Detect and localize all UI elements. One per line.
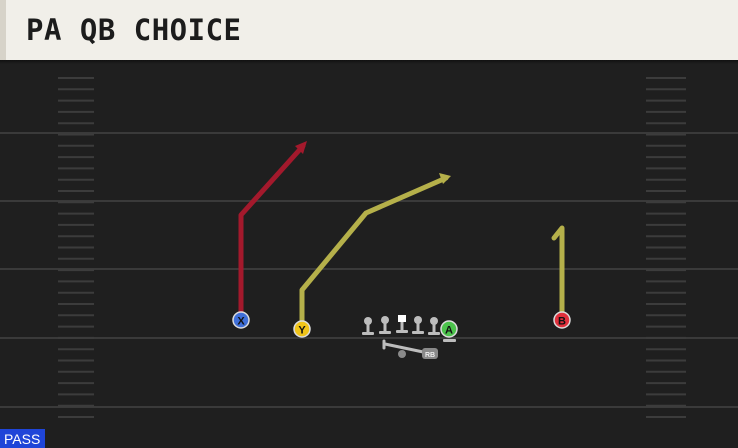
player-y[interactable]: Y bbox=[293, 320, 311, 338]
routes bbox=[238, 141, 565, 330]
route-x bbox=[238, 143, 306, 321]
rb-marker bbox=[422, 348, 438, 359]
lineman-left-tackle bbox=[362, 317, 374, 335]
lineman-right-tackle bbox=[428, 317, 440, 335]
rb-fake: RB bbox=[382, 339, 438, 359]
route-x-arrow bbox=[295, 141, 307, 154]
route-y bbox=[299, 175, 449, 330]
player-y-label: Y bbox=[298, 325, 306, 337]
route-b bbox=[551, 225, 565, 321]
field-surface bbox=[0, 64, 738, 448]
lineman-left-guard bbox=[379, 316, 391, 334]
player-a[interactable]: A bbox=[440, 320, 458, 338]
center bbox=[396, 315, 408, 333]
hash-marks-right bbox=[646, 77, 686, 418]
quarterback-dot bbox=[398, 350, 406, 358]
rb-label: RB bbox=[425, 352, 435, 359]
play-header: PA QB CHOICE bbox=[0, 0, 738, 60]
play-title: PA QB CHOICE bbox=[26, 13, 242, 47]
player-b[interactable]: B bbox=[553, 311, 571, 329]
tight-end-stance bbox=[443, 339, 456, 342]
player-x-label: X bbox=[237, 316, 245, 328]
header-shadow bbox=[0, 60, 738, 64]
play-field: RB X Y A B bbox=[0, 64, 738, 448]
offensive-line bbox=[362, 315, 456, 342]
player-b-label: B bbox=[558, 316, 566, 328]
yard-lines bbox=[0, 132, 738, 408]
hash-marks-left bbox=[58, 77, 94, 418]
lineman-right-guard bbox=[412, 316, 424, 334]
route-y-arrow bbox=[439, 173, 451, 184]
player-a-label: A bbox=[445, 325, 453, 337]
play-type-badge: PASS bbox=[0, 429, 46, 448]
player-x[interactable]: X bbox=[232, 311, 250, 329]
